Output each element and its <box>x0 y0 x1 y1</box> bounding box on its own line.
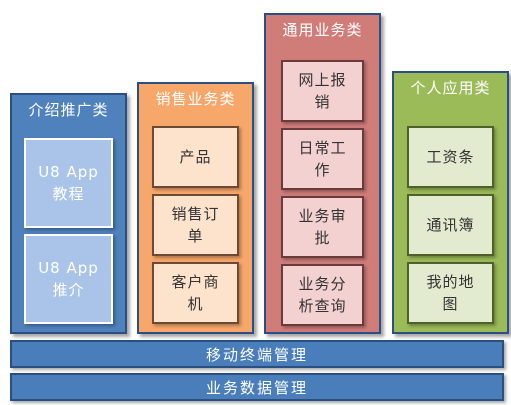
card-payslip: 工资条 <box>407 126 494 188</box>
card-my-map: 我的地 图 <box>407 262 494 324</box>
bar-business-data-management: 业务数据管理 <box>10 373 504 401</box>
card-u8-app-recommend: U8 App 推介 <box>24 234 113 324</box>
card-business-approval: 业务审 批 <box>281 196 364 258</box>
card-address-book: 通讯簿 <box>407 194 494 256</box>
card-business-analysis-query: 业务分 析查询 <box>281 264 364 326</box>
group-title: 个人应用类 <box>410 79 491 97</box>
group-intro-promotion: 介绍推广类 U8 App 教程 U8 App 推介 <box>10 93 127 334</box>
group-title: 通用业务类 <box>282 21 363 39</box>
group-title: 销售业务类 <box>155 90 236 108</box>
card-u8-app-tutorial: U8 App 教程 <box>24 138 113 228</box>
card-customer-opportunity: 客户商 机 <box>152 262 239 324</box>
group-general-business: 通用业务类 网上报 销 日常工 作 业务审 批 业务分 析查询 <box>264 13 381 334</box>
group-title: 介绍推广类 <box>28 101 109 119</box>
group-sales: 销售业务类 产品 销售订 单 客户商 机 <box>137 82 254 334</box>
group-personal-apps: 个人应用类 工资条 通讯簿 我的地 图 <box>392 71 509 334</box>
card-daily-work: 日常工 作 <box>281 128 364 190</box>
card-sales-order: 销售订 单 <box>152 194 239 256</box>
card-product: 产品 <box>152 126 239 188</box>
bar-mobile-terminal-management: 移动终端管理 <box>10 340 504 368</box>
card-online-reimbursement: 网上报 销 <box>281 60 364 122</box>
